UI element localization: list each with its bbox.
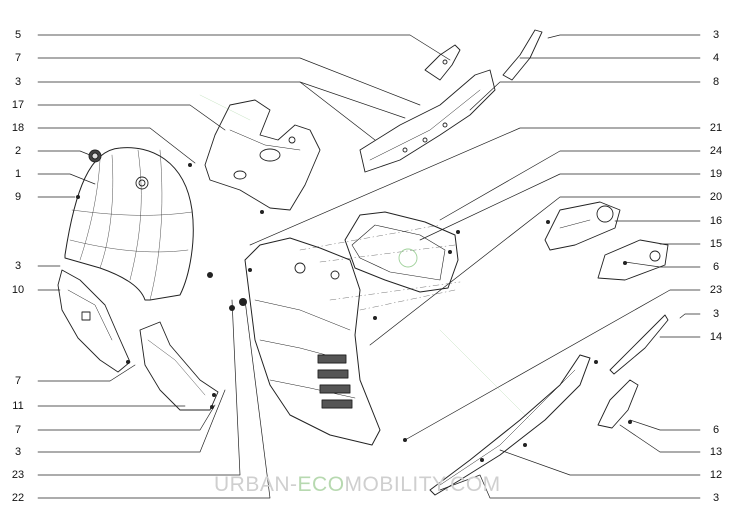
label-right-10: 6 [712, 261, 720, 273]
label-right-5: 24 [709, 145, 723, 157]
label-left-13: 7 [14, 424, 22, 436]
watermark-part3: MOBILITY.COM [344, 473, 501, 496]
inner-cover-part [204, 99, 321, 211]
watermark-eco: ECO [297, 473, 345, 496]
label-right-8: 16 [709, 215, 723, 227]
faint-green-lines [199, 94, 531, 421]
label-right-3: 8 [712, 76, 720, 88]
windscreen-part [64, 147, 194, 301]
front-cover-part [57, 269, 131, 373]
emblem-part [88, 149, 102, 163]
center-trim-part [359, 69, 496, 173]
label-left-15: 23 [11, 469, 25, 481]
label-left-2: 7 [14, 52, 22, 64]
watermark: URBAN-ECOMOBILITY.COM [214, 473, 501, 497]
front-shield-part [244, 237, 381, 446]
label-left-4: 17 [11, 99, 25, 111]
label-left-7: 1 [14, 168, 22, 180]
label-left-12: 11 [12, 400, 24, 412]
label-left-14: 3 [14, 446, 22, 458]
top-bracket-part [424, 44, 461, 81]
bracket-part-13 [597, 379, 639, 429]
label-left-10: 10 [11, 284, 25, 296]
side-panel-part [139, 321, 219, 411]
label-left-6: 2 [14, 145, 22, 157]
leader-lines-right [249, 34, 701, 499]
label-left-3: 3 [14, 76, 22, 88]
label-left-11: 7 [14, 375, 22, 387]
label-right-12: 3 [712, 308, 720, 320]
strip-part-14 [609, 314, 669, 375]
indicator-part-16 [544, 201, 621, 251]
leader-lines-left [37, 34, 451, 499]
label-right-16: 12 [709, 469, 723, 481]
label-right-15: 13 [709, 446, 723, 458]
label-right-13: 14 [709, 331, 723, 343]
label-right-7: 20 [709, 191, 723, 203]
fasteners [76, 163, 632, 462]
label-right-17: 3 [712, 492, 720, 504]
strip-part [502, 29, 543, 81]
label-right-11: 23 [709, 284, 723, 296]
label-right-14: 6 [712, 424, 720, 436]
label-left-9: 3 [14, 260, 22, 272]
label-left-1: 5 [14, 29, 22, 41]
label-right-4: 21 [709, 122, 723, 134]
assembly-lines [299, 224, 461, 311]
label-left-8: 9 [14, 191, 22, 203]
watermark-part1: URBAN- [214, 473, 298, 496]
floor-rail-part [429, 354, 591, 496]
label-right-1: 3 [712, 29, 720, 41]
label-right-9: 15 [709, 238, 723, 250]
label-left-5: 18 [11, 122, 25, 134]
label-left-16: 22 [11, 492, 25, 504]
headlight-housing-part [344, 211, 459, 293]
indicator-part-15 [597, 239, 669, 281]
label-right-6: 19 [709, 168, 723, 180]
label-right-2: 4 [712, 52, 720, 64]
